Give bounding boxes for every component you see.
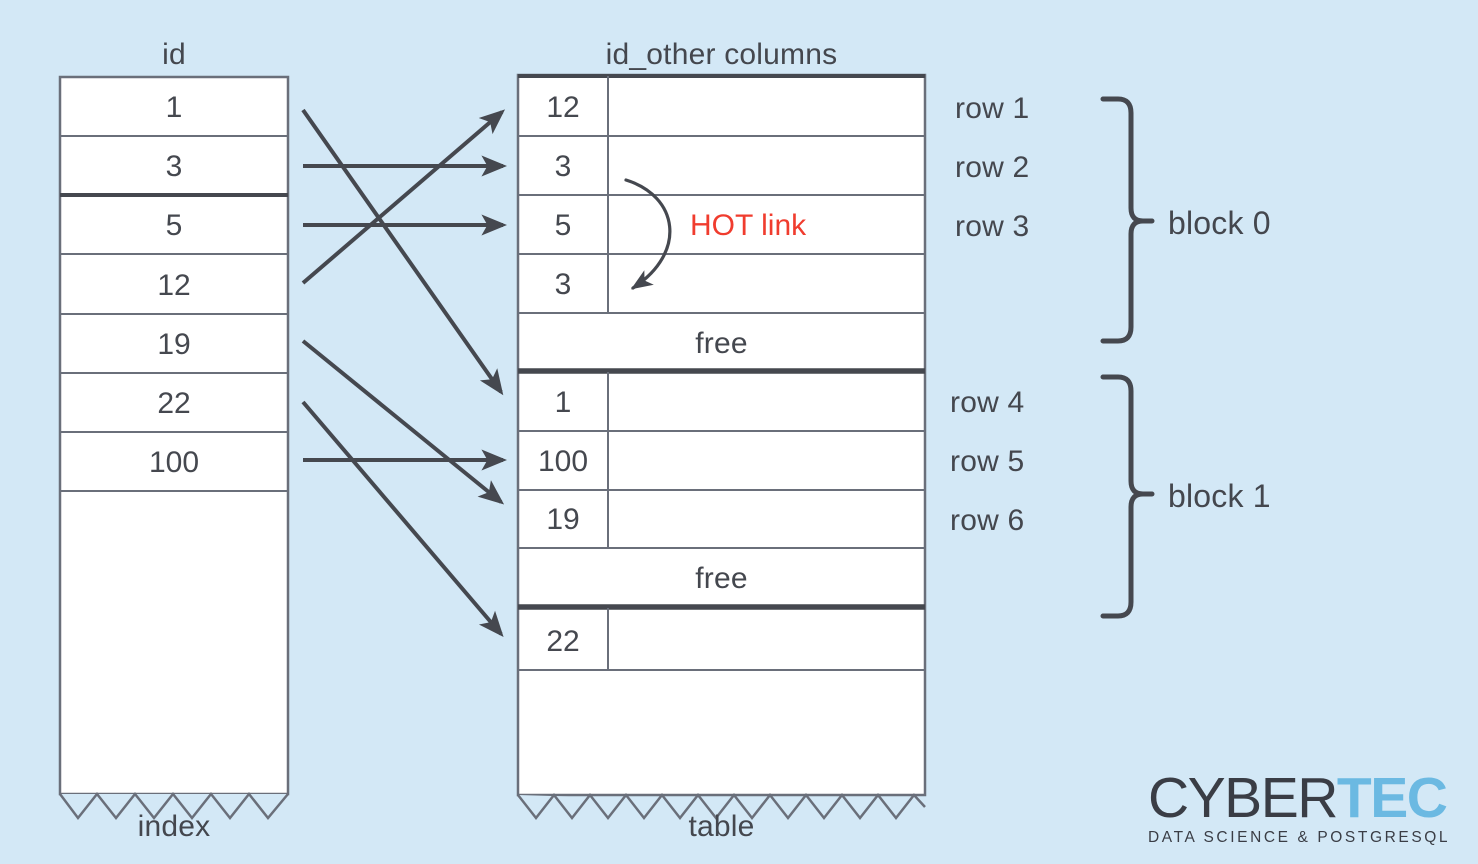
block-label-1: block 1: [1168, 478, 1271, 514]
index-to-table-arrows: [301, 108, 507, 638]
block-1-brace: [1100, 374, 1155, 619]
row-label-3: row 3: [955, 210, 1030, 243]
index-cell-0: 1: [165, 91, 183, 124]
index-cell-5: 22: [157, 387, 191, 420]
arrow-id-12: [301, 109, 506, 285]
table-caption: table: [688, 810, 755, 843]
index-header: id: [162, 38, 186, 71]
index-cell-4: 19: [157, 328, 191, 361]
cybertec-logo: CYBERTEC DATA SCIENCE & POSTGRESQL: [1148, 770, 1458, 856]
table-free-b0: free: [695, 327, 748, 360]
index-cell-1: 3: [165, 150, 183, 183]
table-box: [516, 73, 927, 821]
table-free-b1: free: [695, 562, 748, 595]
row-label-4: row 4: [950, 386, 1025, 419]
row-label-2: row 2: [955, 151, 1030, 184]
row-label-5: row 5: [950, 445, 1025, 478]
logo-cyber-text: CYBER: [1148, 766, 1338, 830]
arrow-id-19: [301, 339, 505, 505]
arrow-id-1: [301, 108, 504, 396]
table-cell-b1-r1: 100: [537, 445, 589, 478]
logo-tagline: DATA SCIENCE & POSTGRESQL: [1148, 829, 1451, 846]
index-cell-3: 12: [157, 269, 191, 302]
table-cell-b1-r0: 1: [554, 386, 572, 419]
row-label-1: row 1: [955, 92, 1030, 125]
index-caption: index: [137, 810, 211, 843]
logo-wordmark: CYBERTEC: [1148, 770, 1458, 827]
table-cell-b0-r1: 3: [554, 150, 572, 183]
table-cell-b2-r0: 22: [546, 625, 580, 658]
table-cell-b1-r2: 19: [546, 503, 580, 536]
table-cell-b0-r2: 5: [554, 209, 572, 242]
hot-link-label: HOT link: [690, 209, 807, 242]
block-label-0: block 0: [1168, 205, 1271, 241]
table-header: id_other columns: [605, 38, 838, 71]
table-cell-b0-r3: 3: [554, 268, 572, 301]
index-cell-6: 100: [148, 446, 200, 479]
index-box: [58, 75, 290, 821]
table-cell-b0-r0: 12: [546, 91, 580, 124]
index-cell-2: 5: [165, 209, 183, 242]
row-label-6: row 6: [950, 504, 1025, 537]
hot-link-arrow: [624, 178, 672, 290]
logo-tec-text: TEC: [1336, 766, 1448, 830]
block-0-brace: [1100, 96, 1155, 344]
arrow-id-22: [301, 400, 504, 638]
